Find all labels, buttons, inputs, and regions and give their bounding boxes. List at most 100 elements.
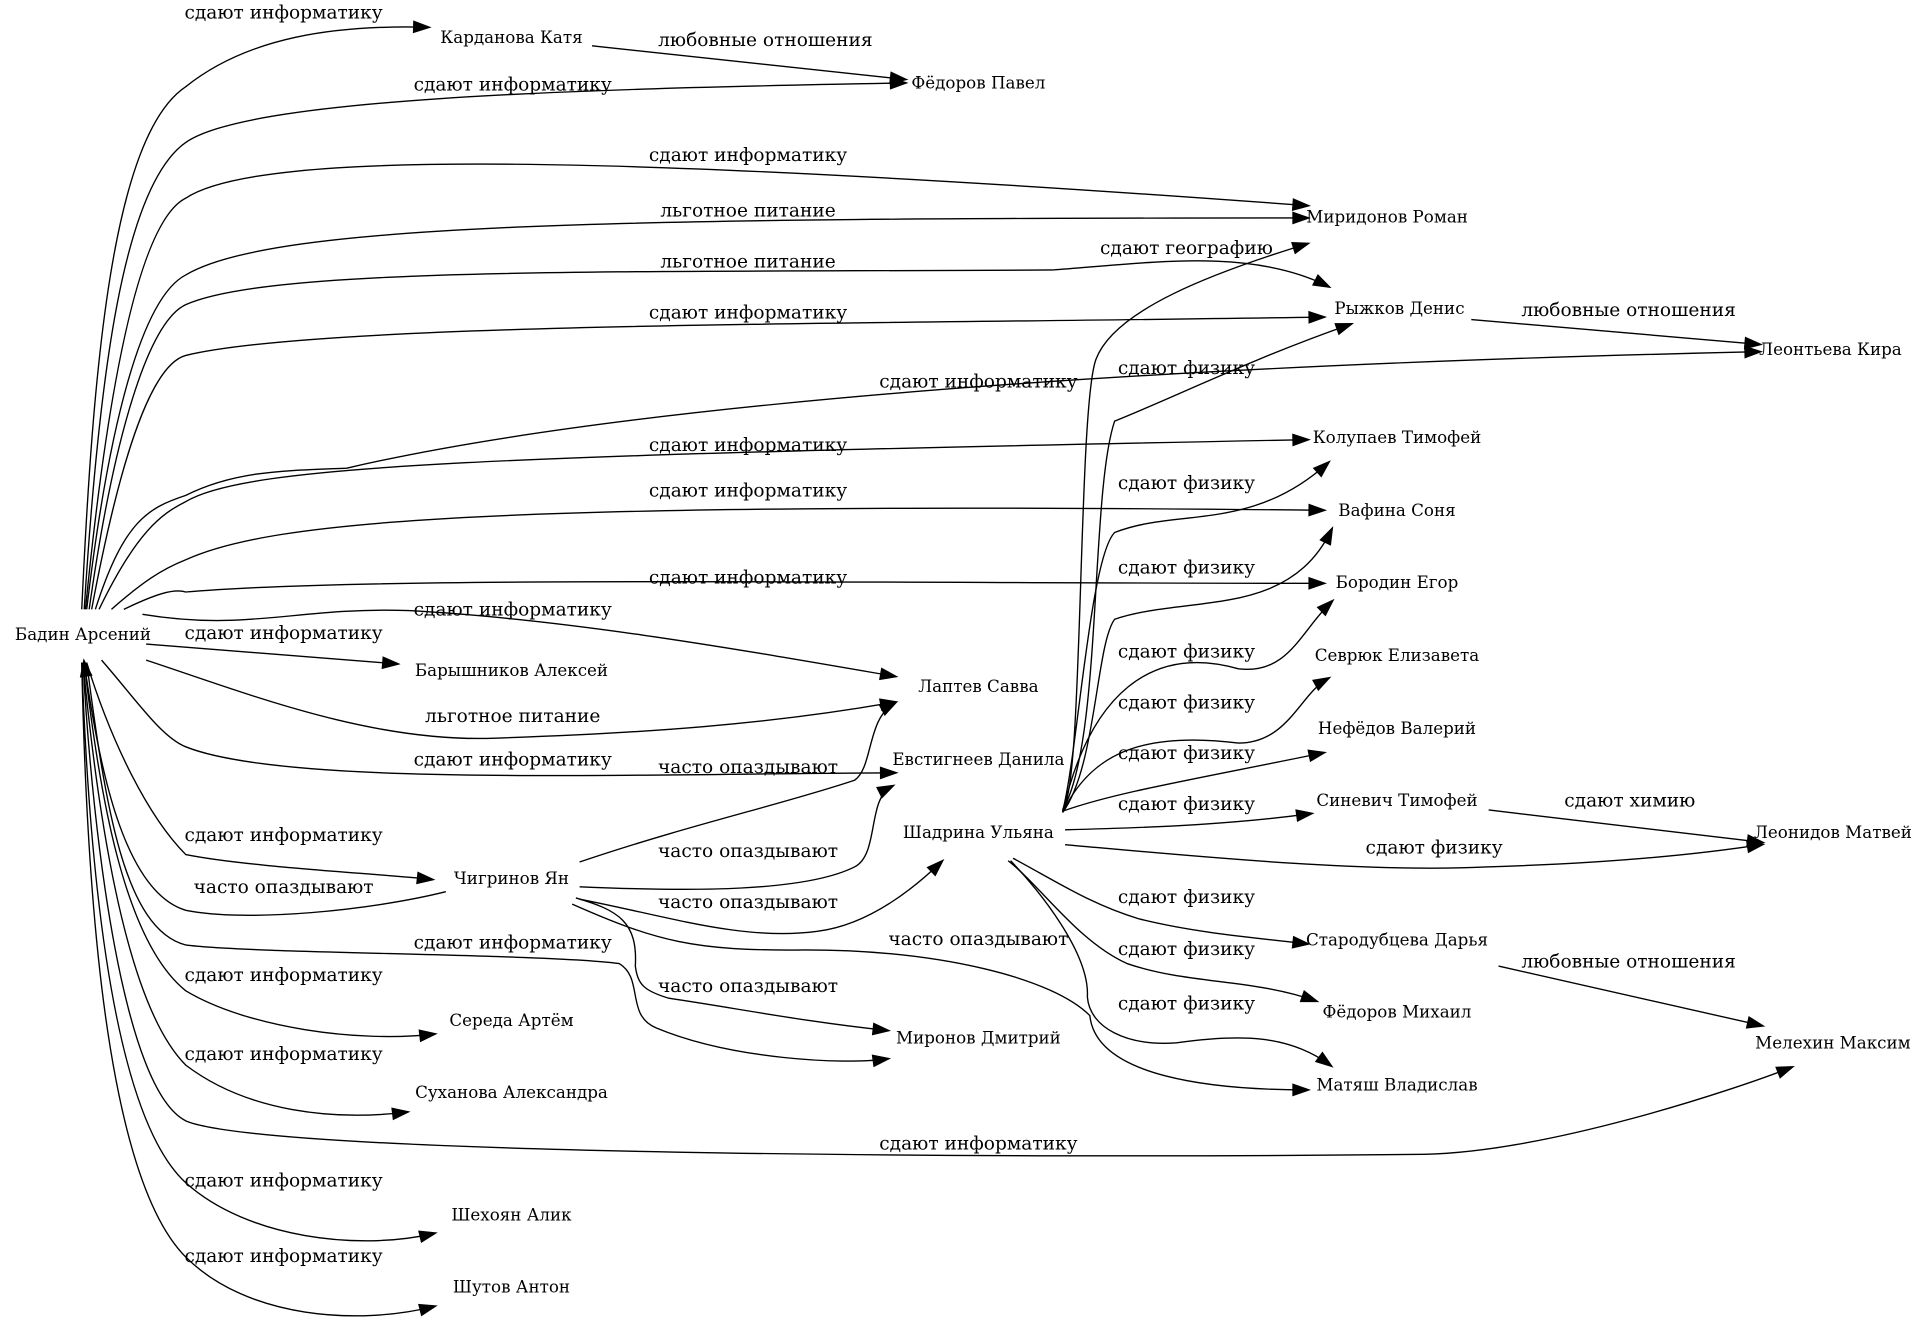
arrowhead-icon xyxy=(871,1054,892,1068)
arrowhead-icon xyxy=(1312,676,1332,692)
edge-line xyxy=(145,659,895,740)
node-miridonov: Миридонов Роман xyxy=(1306,206,1468,226)
node-vafina: Вафина Соня xyxy=(1338,500,1455,520)
edge-label: часто опаздывают xyxy=(888,929,1068,950)
edge-line xyxy=(98,438,1307,610)
edge-badin-to-ryzhkov xyxy=(90,310,1328,610)
edge-chigrinov-to-laptev xyxy=(579,701,899,863)
arrowhead-icon xyxy=(418,1230,438,1244)
edge-line xyxy=(86,662,887,1062)
edge-label: сдают физику xyxy=(1118,743,1255,764)
edge-label: сдают информатику xyxy=(414,933,612,954)
arrowhead-icon xyxy=(1291,242,1311,255)
arrowhead-icon xyxy=(416,871,436,885)
node-sinevich: Синевич Тимофей xyxy=(1316,790,1477,810)
edge-badin-to-ryzhkov xyxy=(88,260,1332,610)
edge-label: сдают информатику xyxy=(414,600,612,621)
edge-badin-to-fedorov_p xyxy=(83,76,909,610)
edge-label: сдают физику xyxy=(1118,692,1255,713)
edge-ryzhkov-to-leontieva xyxy=(1471,318,1763,350)
edge-line xyxy=(1498,965,1762,1027)
node-laptev: Лаптев Савва xyxy=(918,676,1038,696)
edge-badin-to-borodin xyxy=(123,576,1328,610)
edge-label: сдают информатику xyxy=(184,623,382,644)
arrowhead-icon xyxy=(871,1022,892,1036)
edge-badin-to-vafina xyxy=(111,503,1328,610)
edge-label: сдают информатику xyxy=(184,3,382,24)
edge-badin-to-melekhin xyxy=(82,662,1795,1157)
edge-badin-to-kardanova xyxy=(81,20,432,610)
node-leonidov: Леонидов Матвей xyxy=(1754,822,1912,842)
arrowhead-icon xyxy=(1308,503,1328,517)
edge-badin-to-miridonov xyxy=(86,211,1311,610)
edge-shadrina-to-sinevich xyxy=(1065,809,1315,831)
edge-line xyxy=(142,609,895,677)
edge-label: часто опаздывают xyxy=(658,841,838,862)
node-shadrina: Шадрина Ульяна xyxy=(903,822,1054,842)
arrowhead-icon xyxy=(1291,198,1311,211)
edge-line xyxy=(123,580,1323,610)
edge-label: сдают информатику xyxy=(879,1133,1077,1154)
node-ryzhkov: Рыжков Денис xyxy=(1334,298,1464,318)
arrowhead-icon xyxy=(1295,809,1315,823)
edge-label: часто опаздывают xyxy=(194,877,374,898)
edge-line xyxy=(111,507,1323,610)
node-sereda: Середа Артём xyxy=(449,1010,573,1030)
edge-label: льготное питание xyxy=(660,252,835,273)
edge-chigrinov-to-shadrina xyxy=(579,858,945,935)
edge-line xyxy=(1471,318,1759,345)
edge-label: сдают информатику xyxy=(184,1044,382,1065)
arrowhead-icon xyxy=(1743,336,1763,350)
arrowhead-icon xyxy=(878,701,899,716)
edge-sinevich-to-leonidov xyxy=(1488,809,1766,847)
arrowhead-icon xyxy=(879,766,899,780)
edge-line xyxy=(1012,857,1307,945)
node-badin: Бадин Арсений xyxy=(15,624,151,644)
edge-badin-to-miridonov xyxy=(84,163,1311,610)
edge-badin-to-chigrinov xyxy=(86,662,436,885)
edge-label: льготное питание xyxy=(425,706,600,727)
edge-shadrina-to-ryzhkov xyxy=(1062,323,1355,811)
edge-label: сдают информатику xyxy=(414,74,612,95)
edge-line xyxy=(83,82,905,610)
edge-label: сдают физику xyxy=(1118,473,1255,494)
edge-label: сдают физику xyxy=(1366,837,1503,858)
edge-label: сдают физику xyxy=(1118,557,1255,578)
edge-label: часто опаздывают xyxy=(658,976,838,997)
edge-line xyxy=(591,45,905,80)
edge-line xyxy=(575,897,887,1032)
edge-badin-to-shekhoyan xyxy=(81,662,438,1244)
arrowhead-icon xyxy=(1334,323,1355,336)
arrowhead-icon xyxy=(1307,749,1327,763)
edge-badin-to-leontieva xyxy=(94,345,1763,610)
edge-label: часто опаздывают xyxy=(658,757,838,778)
edge-line xyxy=(94,351,1759,610)
arrowhead-icon xyxy=(1291,935,1311,949)
node-kardanova: Карданова Катя xyxy=(440,27,582,47)
edge-chigrinov-to-mironov xyxy=(575,897,892,1036)
edge-label: сдают информатику xyxy=(184,1170,382,1191)
arrowhead-icon xyxy=(418,1303,438,1317)
edge-line xyxy=(90,316,1323,610)
edge-line xyxy=(101,659,895,777)
edge-badin-to-baryshnikov xyxy=(146,643,401,670)
edge-line xyxy=(81,662,434,1242)
arrowhead-icon xyxy=(1292,433,1311,447)
edge-line xyxy=(1488,809,1762,843)
arrowhead-icon xyxy=(412,20,432,34)
edge-line xyxy=(1065,813,1311,831)
edge-label: сдают информатику xyxy=(649,302,847,323)
arrowhead-icon xyxy=(889,76,909,90)
edge-line xyxy=(83,662,447,916)
edge-label: часто опаздывают xyxy=(658,892,838,913)
edge-label: сдают физику xyxy=(1118,887,1255,908)
node-shutov: Шутов Антон xyxy=(453,1277,570,1297)
node-chigrinov: Чигринов Ян xyxy=(454,868,569,888)
edge-chigrinov-to-evstigneev xyxy=(579,784,896,891)
arrowhead-icon xyxy=(1308,310,1328,324)
edge-line xyxy=(84,163,1307,610)
edge-label: сдают информатику xyxy=(649,567,847,588)
edge-line xyxy=(146,643,397,665)
edge-shadrina-to-starodubtseva xyxy=(1012,857,1311,949)
